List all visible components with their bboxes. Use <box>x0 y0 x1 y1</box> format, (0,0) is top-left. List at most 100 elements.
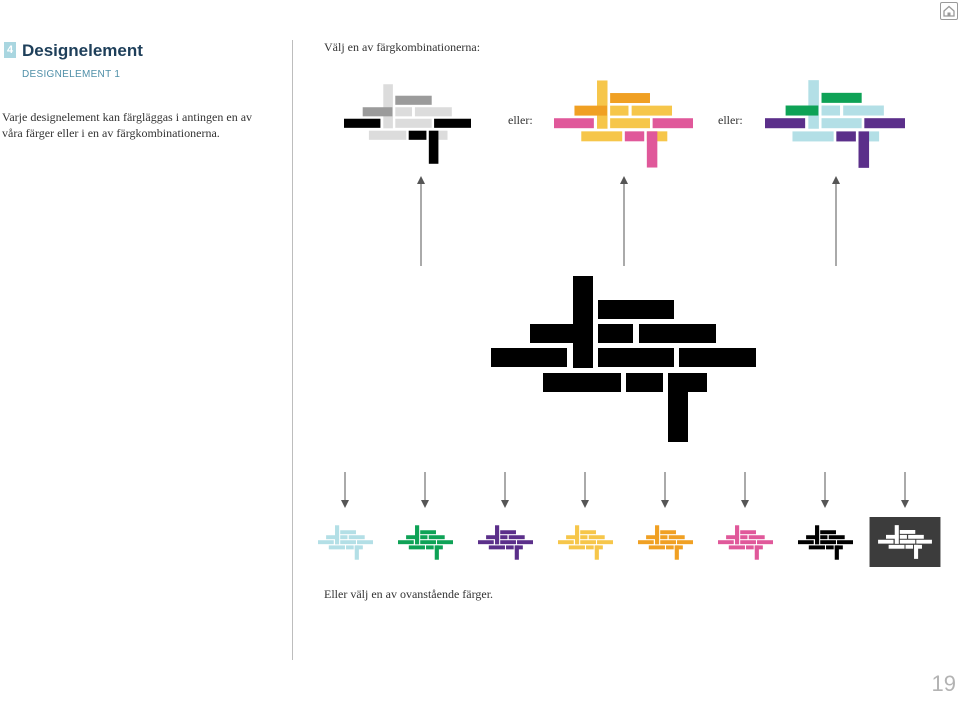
design-block <box>624 131 645 142</box>
arrow-down-3 <box>501 472 509 508</box>
design-block <box>486 535 499 540</box>
design-block <box>740 530 756 535</box>
design-block <box>878 539 894 544</box>
design-block <box>626 373 663 392</box>
design-block <box>491 348 567 367</box>
design-block <box>740 540 756 545</box>
design-block <box>580 530 596 535</box>
design-block <box>354 545 359 560</box>
design-block <box>420 540 436 545</box>
design-block <box>914 544 919 559</box>
section-title: Designelement <box>22 41 143 60</box>
design-block <box>340 535 348 540</box>
swatch-light-blue[interactable] <box>318 525 373 560</box>
section-subtitle: DESIGNELEMENT 1 <box>22 69 121 80</box>
design-block <box>655 525 660 545</box>
design-block <box>530 324 592 343</box>
design-block <box>837 540 853 545</box>
arrow-down-5 <box>661 472 669 508</box>
combination-logo-green-lightblue-purple[interactable] <box>765 80 905 168</box>
design-block <box>348 535 365 540</box>
swatch-orange[interactable] <box>638 525 693 560</box>
design-block <box>508 535 525 540</box>
design-block <box>646 535 659 540</box>
design-block <box>798 540 814 545</box>
arrow-down-2 <box>421 472 429 508</box>
design-block <box>820 540 836 545</box>
design-block <box>631 105 673 116</box>
design-block <box>346 545 354 550</box>
home-button[interactable] <box>940 2 958 20</box>
design-block <box>420 535 428 540</box>
design-block <box>398 540 414 545</box>
design-block <box>894 525 899 544</box>
instruction-bottom: Eller välj en av ovanstående färger. <box>324 587 494 601</box>
design-block <box>610 93 650 104</box>
design-block <box>328 545 345 550</box>
design-block <box>718 540 734 545</box>
design-block <box>674 545 679 560</box>
design-block <box>543 373 621 392</box>
design-block <box>357 540 373 545</box>
swatch-white[interactable] <box>868 517 942 567</box>
combination-logo-orange-yellow-pink[interactable] <box>554 80 693 168</box>
design-block <box>792 131 834 142</box>
design-block <box>406 535 419 540</box>
design-block <box>594 545 599 560</box>
combination-logo-grey-black[interactable] <box>344 80 471 168</box>
design-block <box>740 535 748 540</box>
swatch-purple[interactable] <box>478 525 533 560</box>
design-block <box>500 540 516 545</box>
design-block <box>318 540 334 545</box>
design-block <box>586 545 594 550</box>
design-block <box>500 530 516 535</box>
design-block <box>597 540 613 545</box>
instruction-top: Välj en av färgkombinationerna: <box>324 40 481 54</box>
swatch-pink[interactable] <box>718 525 773 560</box>
design-block <box>580 540 596 545</box>
arrow-up-1 <box>417 176 425 266</box>
design-block <box>820 535 828 540</box>
design-block <box>821 92 862 103</box>
arrow-up-3 <box>832 176 840 266</box>
design-block <box>885 534 899 539</box>
design-block <box>648 545 665 550</box>
design-block <box>362 107 393 117</box>
design-block <box>677 540 693 545</box>
arrow-up-2 <box>620 176 628 266</box>
design-block <box>679 348 756 367</box>
design-block <box>808 545 825 550</box>
design-block <box>335 525 340 545</box>
swatch-black[interactable] <box>798 525 853 560</box>
design-block <box>500 535 508 540</box>
column-divider <box>292 40 293 660</box>
design-block <box>754 545 759 560</box>
design-block <box>821 118 862 129</box>
design-block <box>395 107 413 117</box>
design-block <box>408 130 427 140</box>
design-block <box>785 105 819 116</box>
design-block <box>395 95 432 105</box>
design-block <box>652 118 693 129</box>
design-block <box>478 540 494 545</box>
swatch-green[interactable] <box>398 525 453 560</box>
arrow-down-6 <box>741 472 749 508</box>
design-block <box>588 535 605 540</box>
arrow-down-7 <box>821 472 829 508</box>
design-block <box>821 105 841 116</box>
design-block <box>820 530 836 535</box>
design-block <box>806 535 819 540</box>
swatch-yellow[interactable] <box>558 525 613 560</box>
design-block <box>414 107 452 117</box>
design-block <box>574 105 607 116</box>
design-block <box>575 525 580 545</box>
design-block <box>864 118 905 129</box>
design-block <box>434 118 471 128</box>
design-block <box>395 118 432 128</box>
design-block <box>368 130 407 140</box>
design-block <box>598 348 674 367</box>
design-block <box>836 131 856 142</box>
design-block <box>815 525 820 545</box>
design-block <box>610 105 629 116</box>
design-block <box>748 535 765 540</box>
